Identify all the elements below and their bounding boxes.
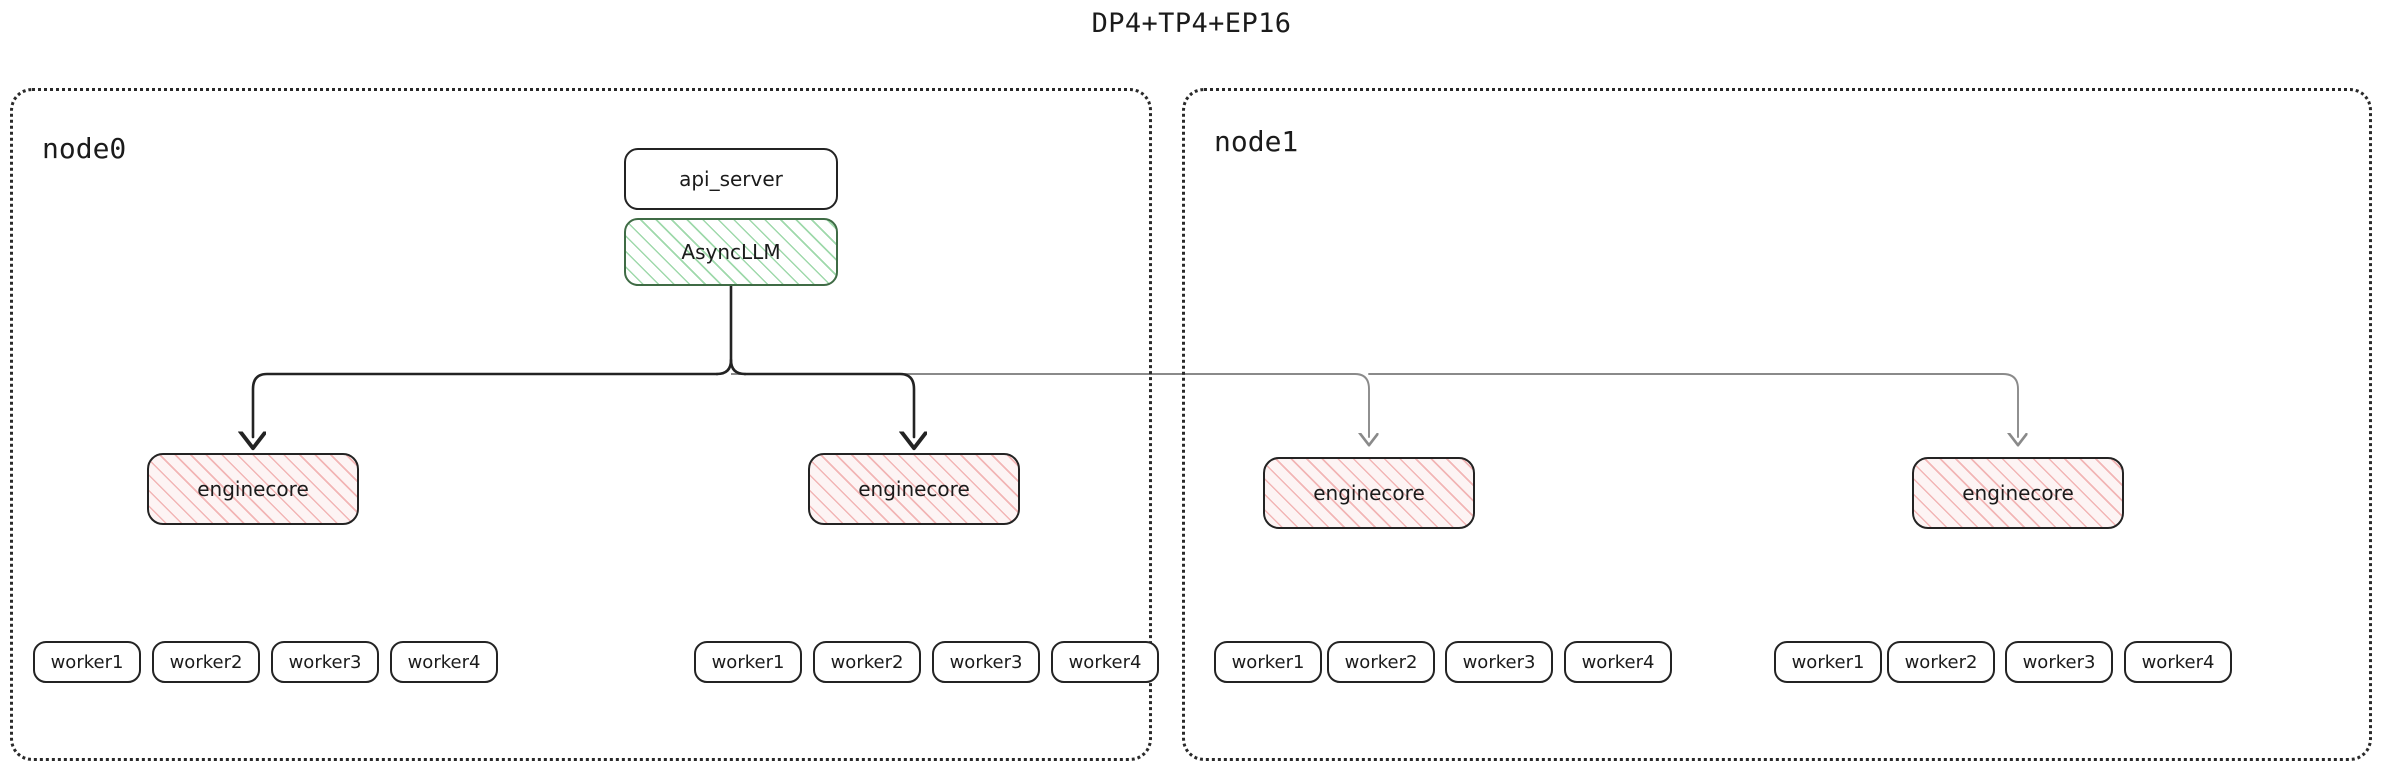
worker-label: worker4	[407, 651, 481, 673]
worker-box[interactable]: worker2	[1327, 641, 1435, 683]
worker-box[interactable]: worker3	[932, 641, 1040, 683]
worker-box[interactable]: worker2	[152, 641, 260, 683]
enginecore-label: enginecore	[1313, 481, 1425, 505]
worker-box[interactable]: worker1	[1214, 641, 1322, 683]
api-server-box[interactable]: api_server	[624, 148, 838, 210]
worker-label: worker1	[1231, 651, 1305, 673]
node-label-node1: node1	[1214, 125, 1299, 158]
worker-box[interactable]: worker4	[1051, 641, 1159, 683]
worker-box[interactable]: worker4	[1564, 641, 1672, 683]
worker-label: worker2	[169, 651, 243, 673]
worker-label: worker1	[711, 651, 785, 673]
enginecore-label: enginecore	[197, 477, 309, 501]
worker-box[interactable]: worker1	[33, 641, 141, 683]
worker-label: worker4	[2141, 651, 2215, 673]
worker-box[interactable]: worker1	[694, 641, 802, 683]
worker-label: worker3	[288, 651, 362, 673]
enginecore-box[interactable]: enginecore	[1912, 457, 2124, 529]
worker-box[interactable]: worker2	[1887, 641, 1995, 683]
worker-label: worker3	[949, 651, 1023, 673]
worker-label: worker2	[1344, 651, 1418, 673]
node-container-node1	[1182, 88, 2372, 761]
api-server-label: api_server	[679, 167, 783, 191]
worker-label: worker2	[1904, 651, 1978, 673]
worker-box[interactable]: worker4	[390, 641, 498, 683]
page-title: DP4+TP4+EP16	[1091, 8, 1292, 39]
async-llm-label: AsyncLLM	[681, 240, 781, 264]
worker-box[interactable]: worker4	[2124, 641, 2232, 683]
worker-label: worker1	[1791, 651, 1865, 673]
worker-box[interactable]: worker3	[1445, 641, 1553, 683]
enginecore-box[interactable]: enginecore	[147, 453, 359, 525]
worker-box[interactable]: worker3	[271, 641, 379, 683]
enginecore-box[interactable]: enginecore	[1263, 457, 1475, 529]
node-container-node0	[10, 88, 1152, 761]
node-label-node0: node0	[42, 132, 127, 165]
worker-label: worker3	[1462, 651, 1536, 673]
worker-label: worker4	[1068, 651, 1142, 673]
enginecore-label: enginecore	[858, 477, 970, 501]
worker-label: worker4	[1581, 651, 1655, 673]
worker-label: worker2	[830, 651, 904, 673]
enginecore-label: enginecore	[1962, 481, 2074, 505]
worker-box[interactable]: worker2	[813, 641, 921, 683]
worker-label: worker1	[50, 651, 124, 673]
worker-box[interactable]: worker3	[2005, 641, 2113, 683]
enginecore-box[interactable]: enginecore	[808, 453, 1020, 525]
worker-label: worker3	[2022, 651, 2096, 673]
async-llm-box[interactable]: AsyncLLM	[624, 218, 838, 286]
worker-box[interactable]: worker1	[1774, 641, 1882, 683]
